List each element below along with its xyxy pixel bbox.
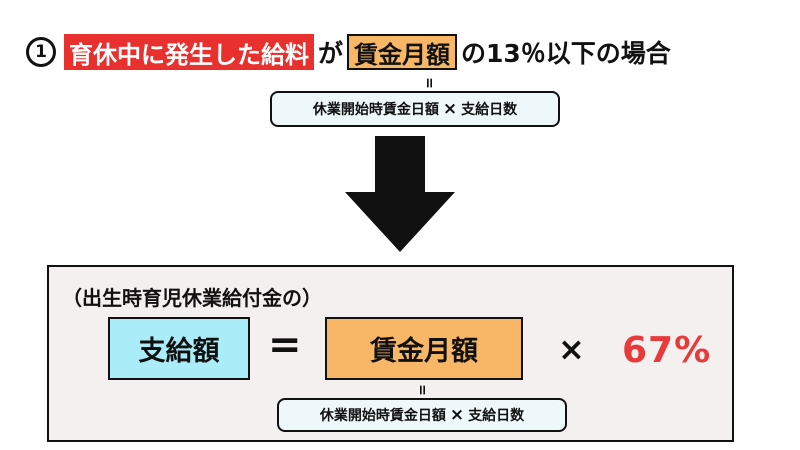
circled-number: 1 bbox=[35, 42, 47, 62]
highlight-monthly-wage: 賃金月額 bbox=[347, 34, 458, 70]
formula-bottom-left: 休業開始時賃金日額 bbox=[319, 408, 446, 424]
formula-bottom-times: × bbox=[449, 405, 465, 425]
monthly-wage-label: 賃金月額 bbox=[370, 336, 478, 367]
panel-title: （出生時育児休業給付金の） bbox=[62, 286, 322, 310]
headline: 1 育休中に発生した給料 が 賃金月額 の13％以下の場合 bbox=[26, 32, 675, 72]
formula-top-left: 休業開始時賃金日額 bbox=[312, 102, 439, 118]
down-arrow-icon bbox=[345, 136, 455, 252]
headline-particle: が bbox=[318, 39, 344, 68]
benefit-rate: 67% bbox=[622, 330, 712, 371]
formula-top-times: × bbox=[442, 99, 458, 119]
equals-connector-top: = bbox=[420, 77, 437, 89]
formula-box-top: 休業開始時賃金日額 × 支給日数 bbox=[270, 91, 560, 127]
circled-number-badge: 1 bbox=[26, 37, 56, 67]
formula-top-right: 支給日数 bbox=[461, 102, 518, 118]
highlight-paid-salary: 育休中に発生した給料 bbox=[64, 34, 314, 70]
benefit-amount-label: 支給額 bbox=[138, 336, 220, 367]
formula-box-bottom: 休業開始時賃金日額 × 支給日数 bbox=[277, 398, 567, 432]
headline-condition: の13％以下の場合 bbox=[461, 39, 671, 68]
equals-sign: = bbox=[268, 322, 302, 368]
equals-connector-bottom: = bbox=[413, 384, 430, 396]
formula-bottom-right: 支給日数 bbox=[468, 408, 525, 424]
benefit-amount-box: 支給額 bbox=[108, 317, 250, 380]
monthly-wage-box: 賃金月額 bbox=[325, 317, 523, 380]
multiply-sign: × bbox=[558, 330, 585, 368]
